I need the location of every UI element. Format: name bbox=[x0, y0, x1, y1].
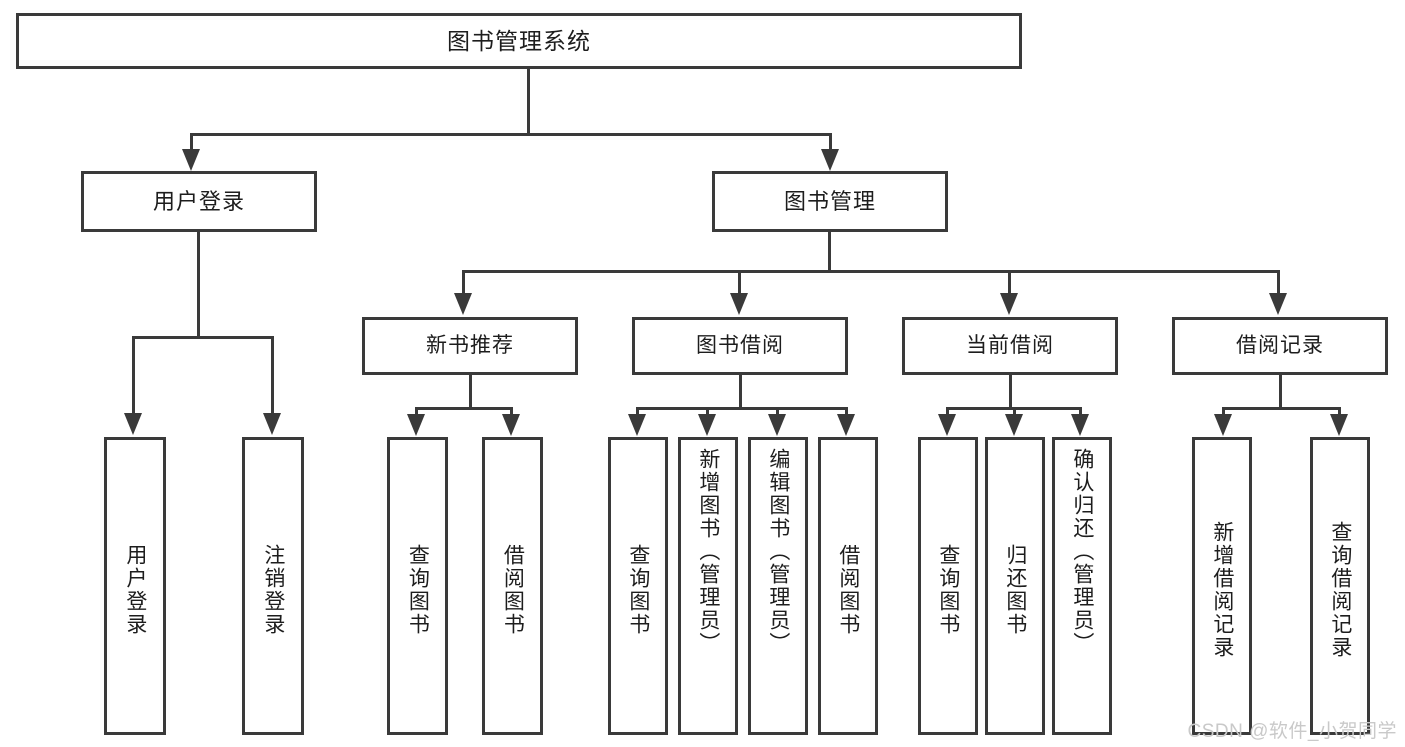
node-root-system[interactable]: 图书管理系统 bbox=[16, 13, 1022, 69]
node-label: 图书管理 bbox=[783, 188, 876, 214]
arrowhead-leaf-query-book-2 bbox=[628, 414, 646, 436]
connector-bb-drop-1 bbox=[636, 407, 639, 419]
node-label: 新书推荐 bbox=[426, 333, 514, 357]
node-leaf-query-book-1[interactable]: 查询图书 bbox=[387, 437, 448, 735]
node-label: 确认归还（管理员） bbox=[1070, 448, 1094, 655]
node-label: 图书管理系统 bbox=[447, 27, 591, 54]
connector-bb-drop-4 bbox=[845, 407, 848, 419]
node-label: 用户登录 bbox=[123, 544, 147, 636]
arrowhead-leaf-add-record bbox=[1214, 414, 1232, 436]
node-user-login[interactable]: 用户登录 bbox=[81, 171, 317, 232]
connector-root-to-user-login bbox=[190, 133, 193, 155]
node-label: 借阅图书 bbox=[501, 544, 525, 636]
node-leaf-add-book[interactable]: 新增图书（管理员） bbox=[678, 437, 738, 735]
node-label: 查询图书 bbox=[626, 544, 650, 636]
connector-nbr-drop-2 bbox=[510, 407, 513, 419]
arrowhead-leaf-add-book bbox=[698, 414, 716, 436]
arrowhead-leaf-confirm-return bbox=[1071, 414, 1089, 436]
arrowhead-leaf-edit-book bbox=[768, 414, 786, 436]
arrowhead-current-borrow bbox=[1000, 293, 1018, 315]
arrowhead-leaf-query-record bbox=[1330, 414, 1348, 436]
node-label: 新增图书（管理员） bbox=[696, 448, 720, 655]
arrowhead-leaf-borrow-book-1 bbox=[502, 414, 520, 436]
node-new-book-recommend[interactable]: 新书推荐 bbox=[362, 317, 578, 375]
connector-user-login-bar bbox=[132, 336, 274, 339]
node-label: 查询图书 bbox=[406, 544, 430, 636]
connector-br-bar bbox=[1222, 407, 1341, 410]
node-label: 查询借阅记录 bbox=[1328, 521, 1352, 659]
connector-nbr-stem bbox=[469, 375, 472, 407]
connector-br-drop-1 bbox=[1222, 407, 1225, 419]
arrowhead-leaf-query-book-1 bbox=[407, 414, 425, 436]
node-label: 借阅图书 bbox=[836, 544, 860, 636]
connector-bm-drop-3 bbox=[1008, 270, 1011, 296]
connector-bb-drop-3 bbox=[776, 407, 779, 419]
arrowhead-leaf-user-login bbox=[124, 413, 142, 435]
arrowhead-user-login bbox=[182, 149, 200, 171]
node-book-borrow[interactable]: 图书借阅 bbox=[632, 317, 848, 375]
connector-user-login-drop-2 bbox=[271, 336, 274, 416]
connector-cb-stem bbox=[1009, 375, 1012, 407]
node-leaf-user-login[interactable]: 用户登录 bbox=[104, 437, 166, 735]
connector-user-login-stem bbox=[197, 232, 200, 336]
connector-bb-bar bbox=[636, 407, 848, 410]
connector-bm-drop-2 bbox=[738, 270, 741, 296]
node-leaf-query-record[interactable]: 查询借阅记录 bbox=[1310, 437, 1370, 735]
node-leaf-return-book[interactable]: 归还图书 bbox=[985, 437, 1045, 735]
connector-nbr-bar bbox=[415, 407, 513, 410]
node-label: 用户登录 bbox=[152, 188, 245, 214]
node-leaf-query-book-3[interactable]: 查询图书 bbox=[918, 437, 978, 735]
node-leaf-add-record[interactable]: 新增借阅记录 bbox=[1192, 437, 1252, 735]
node-leaf-borrow-book-2[interactable]: 借阅图书 bbox=[818, 437, 878, 735]
node-borrow-record[interactable]: 借阅记录 bbox=[1172, 317, 1388, 375]
arrowhead-leaf-query-book-3 bbox=[938, 414, 956, 436]
connector-bm-drop-1 bbox=[462, 270, 465, 296]
node-leaf-logout-login[interactable]: 注销登录 bbox=[242, 437, 304, 735]
connector-root-bar bbox=[190, 133, 832, 136]
node-book-management[interactable]: 图书管理 bbox=[712, 171, 948, 232]
connector-br-drop-2 bbox=[1338, 407, 1341, 419]
connector-bb-drop-2 bbox=[706, 407, 709, 419]
connector-cb-drop-3 bbox=[1079, 407, 1082, 419]
node-current-borrow[interactable]: 当前借阅 bbox=[902, 317, 1118, 375]
arrowhead-book-management bbox=[821, 149, 839, 171]
node-leaf-borrow-book-1[interactable]: 借阅图书 bbox=[482, 437, 543, 735]
node-leaf-confirm-return[interactable]: 确认归还（管理员） bbox=[1052, 437, 1112, 735]
connector-bb-stem bbox=[739, 375, 742, 407]
connector-book-management-stem bbox=[828, 232, 831, 270]
node-label: 新增借阅记录 bbox=[1210, 521, 1234, 659]
node-leaf-query-book-2[interactable]: 查询图书 bbox=[608, 437, 668, 735]
csdn-watermark: CSDN @软件_小贺同学 bbox=[1187, 721, 1397, 742]
connector-book-management-bar bbox=[462, 270, 1279, 273]
connector-nbr-drop-1 bbox=[415, 407, 418, 419]
arrowhead-leaf-return-book bbox=[1005, 414, 1023, 436]
arrowhead-book-borrow bbox=[730, 293, 748, 315]
arrowhead-leaf-borrow-book-2 bbox=[837, 414, 855, 436]
connector-bm-drop-4 bbox=[1277, 270, 1280, 296]
connector-user-login-drop-1 bbox=[132, 336, 135, 416]
arrowhead-new-book-recommend bbox=[454, 293, 472, 315]
connector-cb-drop-1 bbox=[946, 407, 949, 419]
connector-root-to-book-management bbox=[829, 133, 832, 155]
node-label: 归还图书 bbox=[1003, 544, 1027, 636]
connector-cb-drop-2 bbox=[1013, 407, 1016, 419]
node-label: 编辑图书（管理员） bbox=[766, 448, 790, 655]
node-label: 当前借阅 bbox=[966, 333, 1054, 357]
node-label: 借阅记录 bbox=[1236, 333, 1324, 357]
node-label: 图书借阅 bbox=[696, 333, 784, 357]
node-leaf-edit-book[interactable]: 编辑图书（管理员） bbox=[748, 437, 808, 735]
connector-br-stem bbox=[1279, 375, 1282, 407]
node-label: 注销登录 bbox=[261, 544, 285, 636]
connector-root-stem bbox=[527, 69, 530, 133]
node-label: 查询图书 bbox=[936, 544, 960, 636]
arrowhead-leaf-logout-login bbox=[263, 413, 281, 435]
arrowhead-borrow-record bbox=[1269, 293, 1287, 315]
